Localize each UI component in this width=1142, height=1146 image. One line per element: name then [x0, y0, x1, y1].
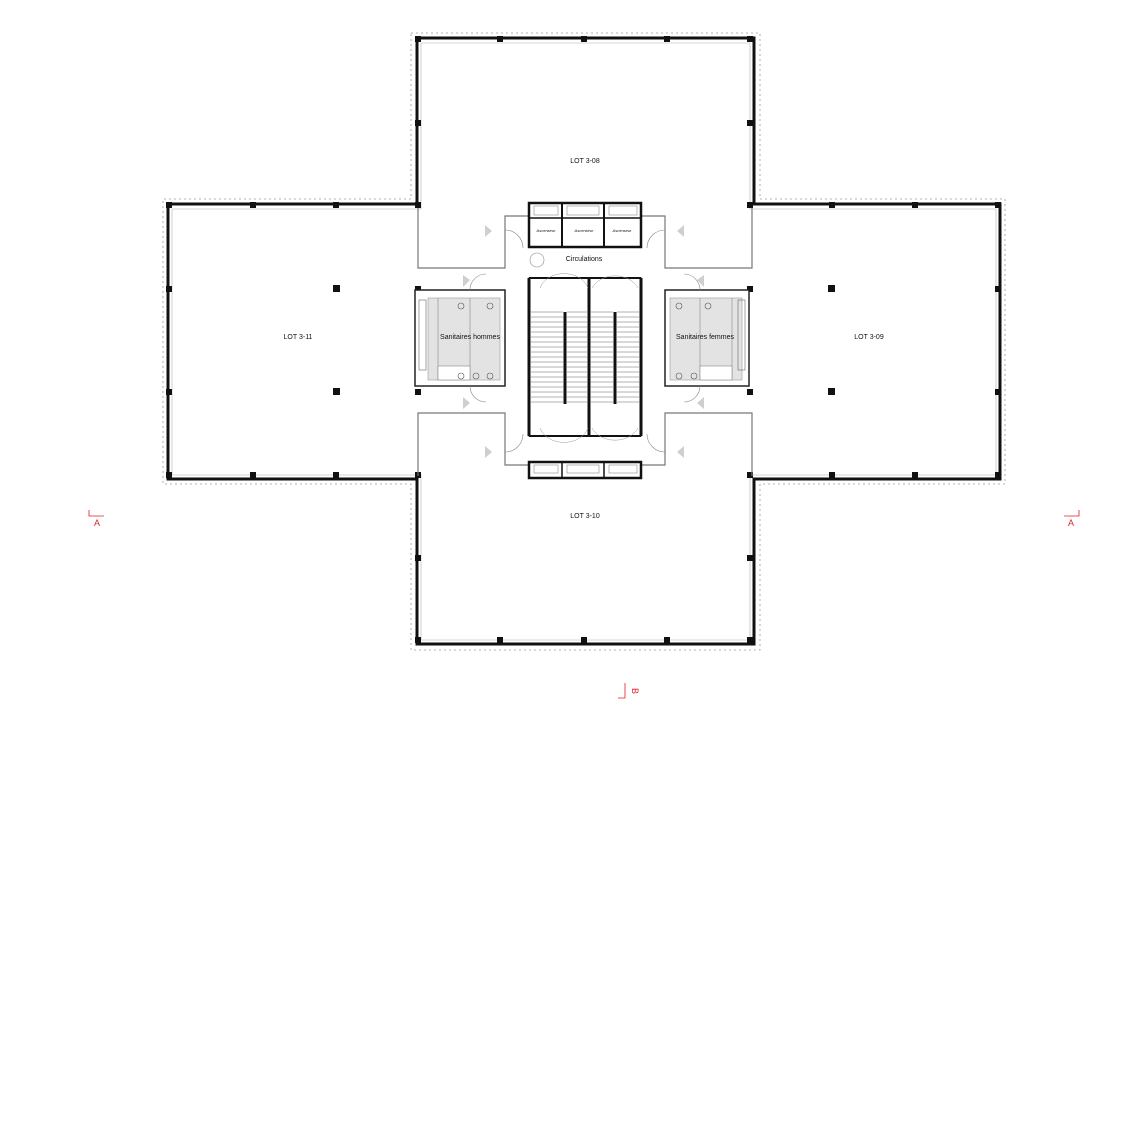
- restroom-women: [664, 289, 750, 387]
- door-swings: [469, 229, 701, 453]
- elevator-label: Ascenseur: [574, 228, 595, 233]
- room-label-lot-3-08: LOT 3-08: [570, 158, 600, 165]
- facade-columns: [166, 36, 1001, 643]
- room-label-sanitaires-femmes: Sanitaires femmes: [676, 334, 734, 341]
- direction-arrows: [463, 225, 704, 458]
- section-marker-right: A: [1064, 510, 1080, 528]
- stair-core: [527, 273, 643, 443]
- section-marker-left: A: [88, 510, 104, 528]
- room-label-lot-3-09: LOT 3-09: [854, 334, 884, 341]
- elevator-labels: Ascenseur Ascenseur Ascenseur: [536, 228, 633, 233]
- room-label-sanitaires-hommes: Sanitaires hommes: [440, 334, 500, 341]
- section-label-bottom: B: [630, 688, 640, 694]
- elevator-label: Ascenseur: [612, 228, 633, 233]
- section-label-left: A: [94, 518, 100, 528]
- room-label-lot-3-10: LOT 3-10: [570, 513, 600, 520]
- room-labels: LOT 3-08 LOT 3-11 LOT 3-09 LOT 3-10 Circ…: [284, 158, 884, 520]
- section-marker-bottom: B: [618, 683, 640, 699]
- restroom-men: [414, 289, 506, 387]
- room-label-lot-3-11: LOT 3-11: [284, 334, 313, 341]
- elevator-label: Ascenseur: [536, 228, 557, 233]
- shaft-bank-bottom: [527, 460, 643, 480]
- elevator-bank-top: [527, 201, 643, 249]
- section-label-right: A: [1068, 518, 1074, 528]
- core-partitions: [417, 208, 753, 476]
- room-label-circulations: Circulations: [566, 256, 603, 263]
